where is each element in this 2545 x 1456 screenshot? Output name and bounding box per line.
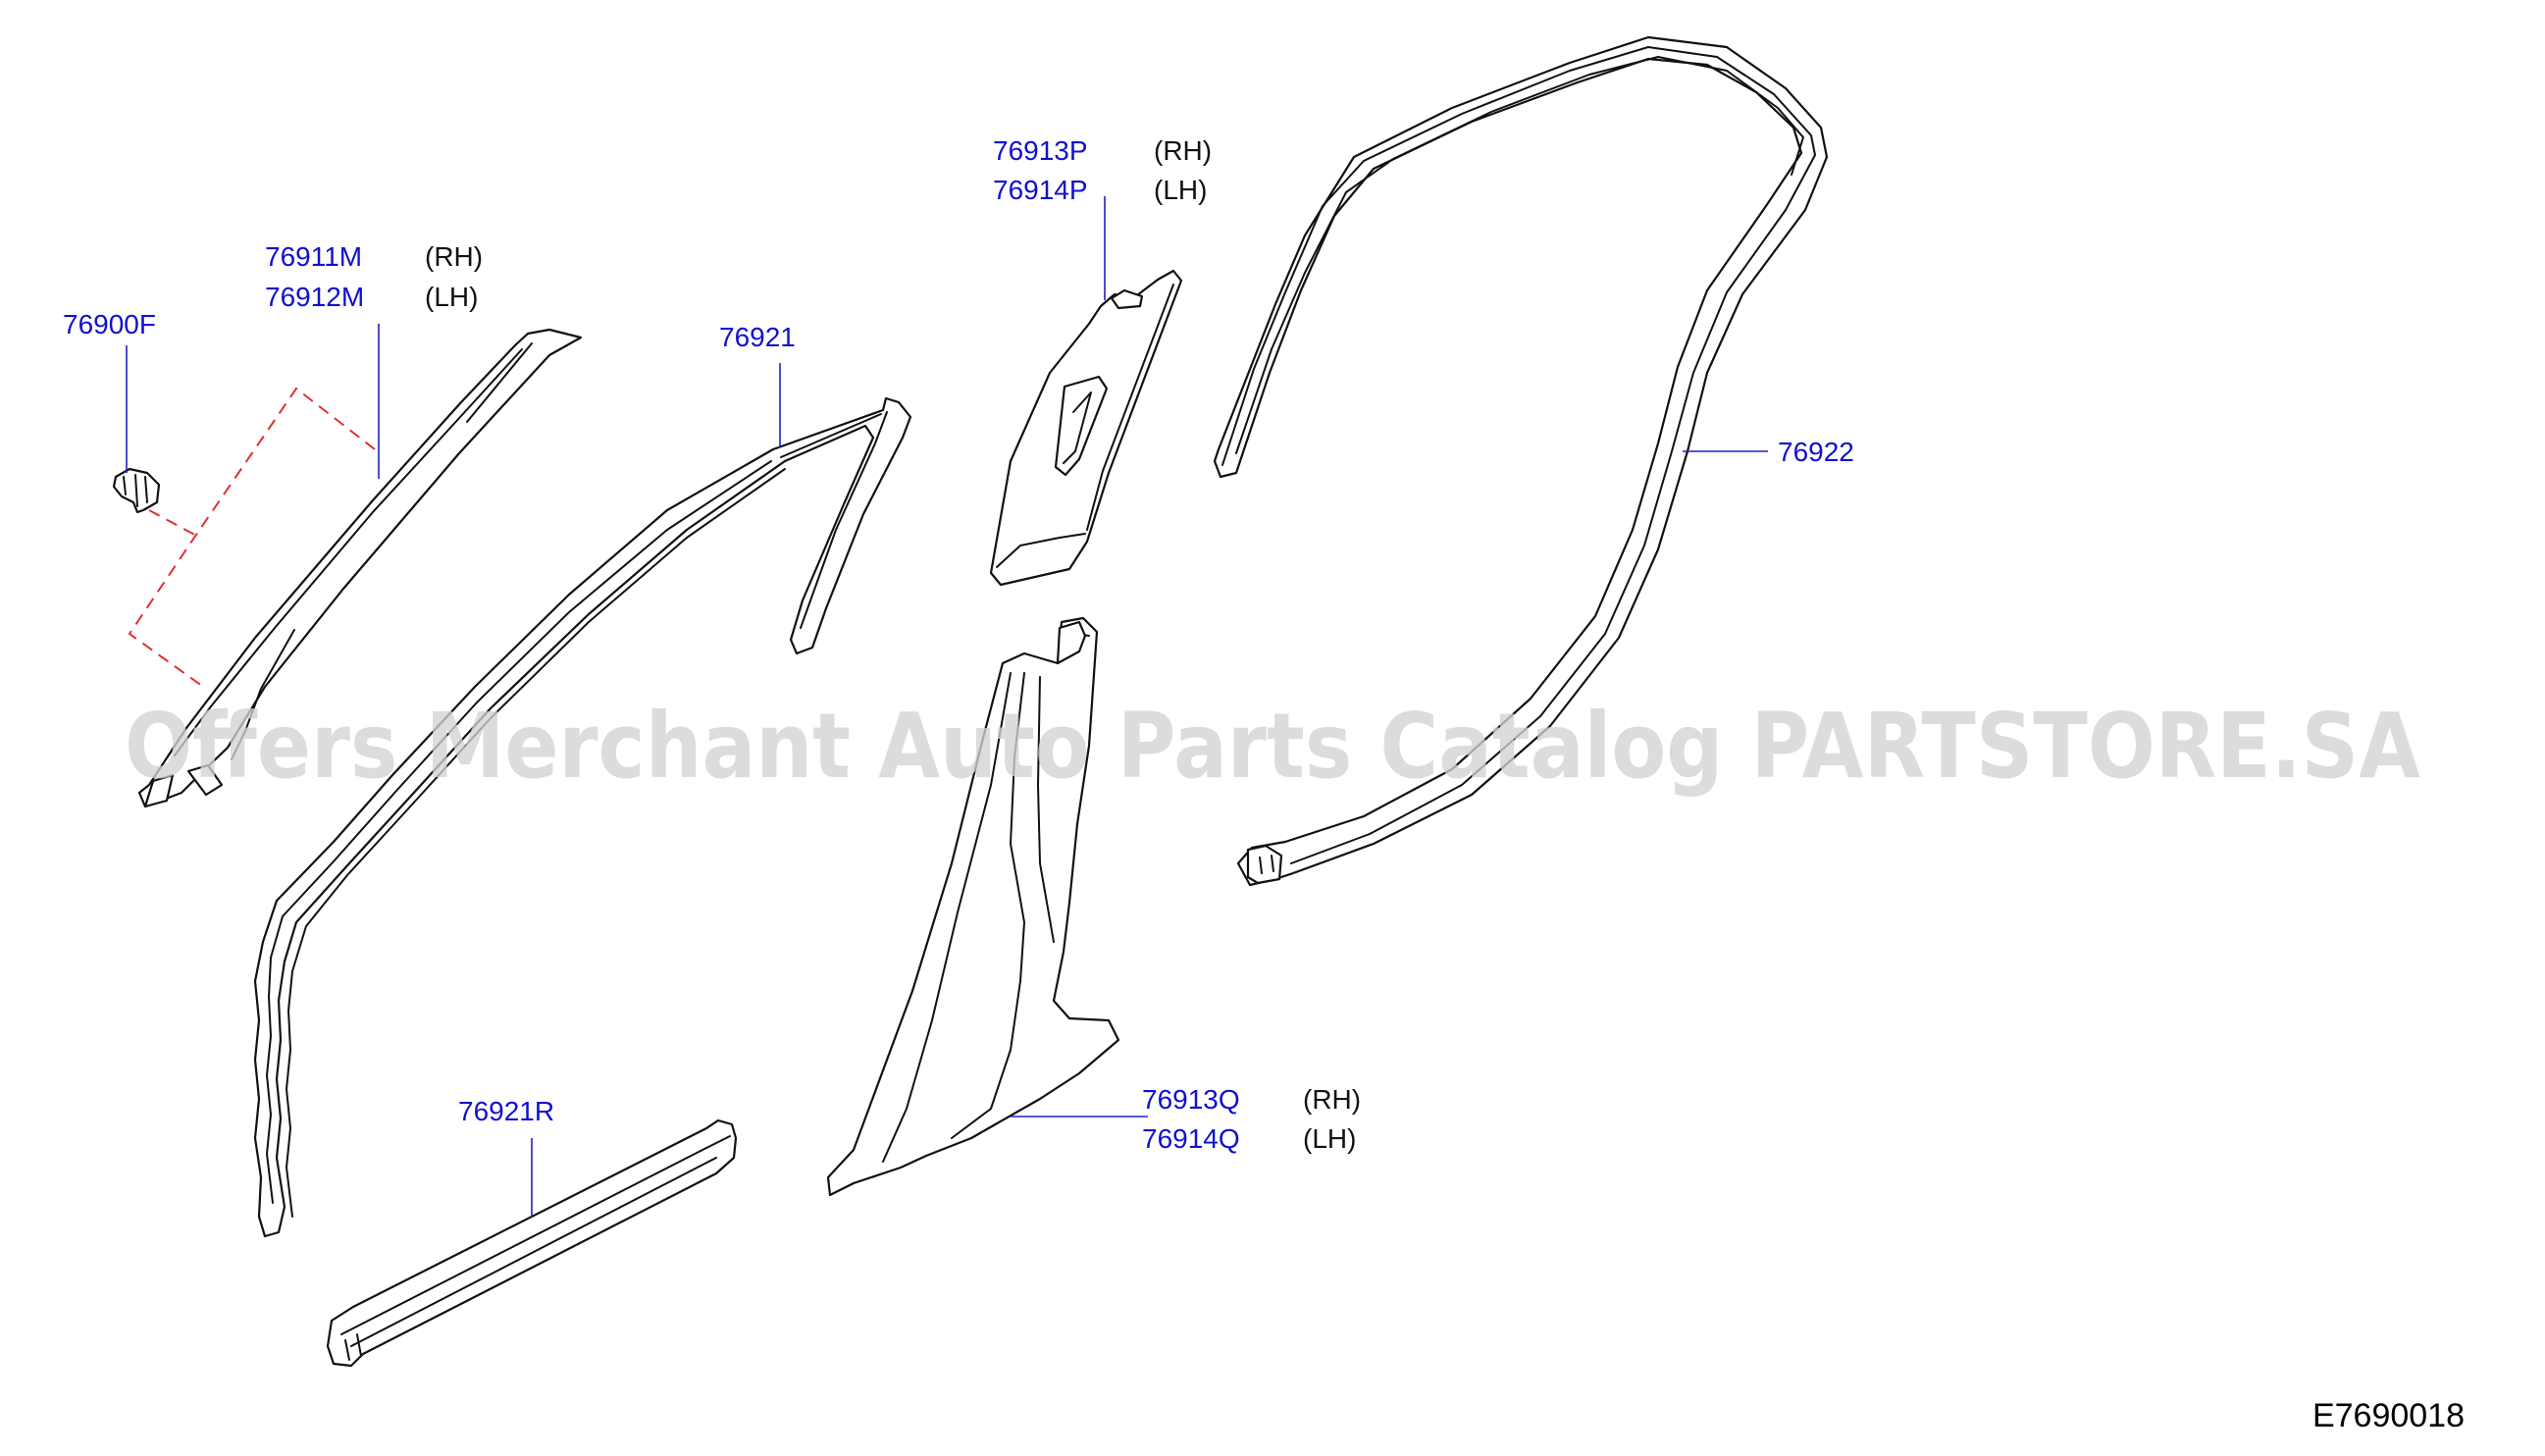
callout-76913p-side: (RH) — [1154, 135, 1212, 166]
callout-76914q: 76914Q — [1142, 1123, 1240, 1154]
callout-76911m: 76911M — [265, 241, 362, 272]
center-pillar-upper-garnish-part — [989, 269, 1183, 587]
clip-part — [112, 467, 161, 514]
center-pillar-lower-garnish-part — [826, 616, 1120, 1197]
callout-76921: 76921 — [719, 322, 796, 352]
figure-code: E7690018 — [2312, 1397, 2465, 1434]
callout-76900f: 76900F — [63, 309, 156, 339]
sill-weatherstrip-part — [326, 1118, 738, 1368]
clip-link-dashed-line — [128, 387, 376, 690]
rear-door-weatherstrip-part — [1213, 35, 1829, 887]
callout-76914q-side: (LH) — [1303, 1123, 1356, 1154]
callout-76913p: 76913P — [993, 135, 1088, 166]
callout-76914p-side: (LH) — [1154, 175, 1207, 205]
front-pillar-garnish-part — [137, 328, 583, 808]
callout-76913q-side: (RH) — [1303, 1084, 1361, 1115]
callout-76921r: 76921R — [458, 1096, 554, 1126]
callout-76912m: 76912M — [265, 282, 364, 312]
callout-76914p: 76914P — [993, 175, 1088, 205]
front-door-weatherstrip-part — [253, 396, 912, 1238]
callout-76922: 76922 — [1778, 437, 1854, 467]
callout-76913q: 76913Q — [1142, 1084, 1240, 1115]
callout-76912m-side: (LH) — [425, 282, 478, 312]
watermark-text: Offers Merchant Auto Parts Catalog PARTS… — [125, 694, 2420, 799]
callout-76911m-side: (RH) — [425, 241, 483, 272]
